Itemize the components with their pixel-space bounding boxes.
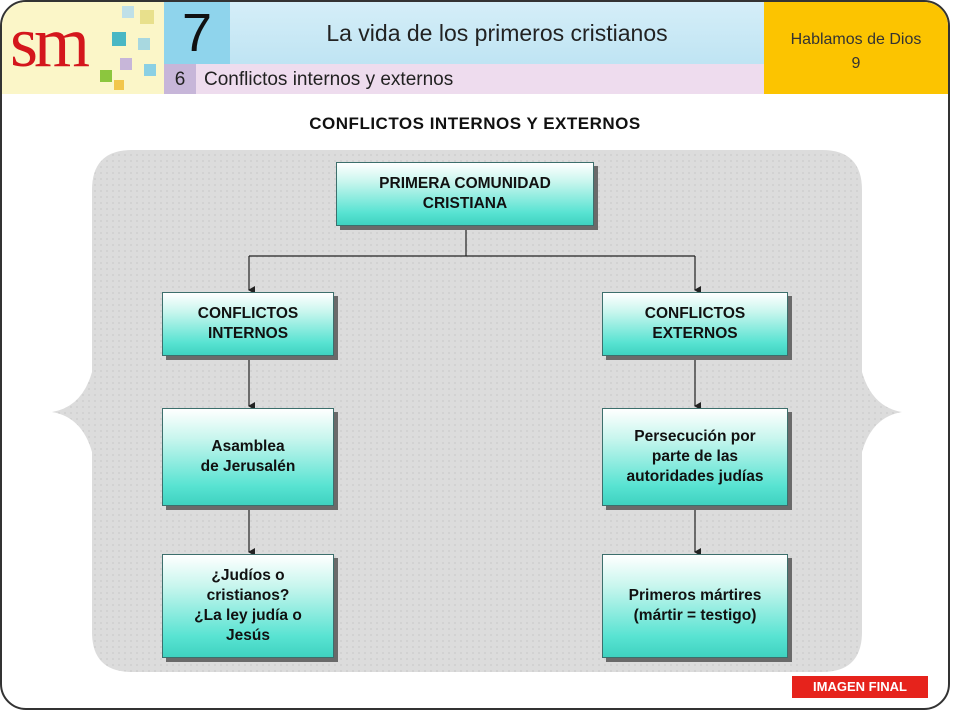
node-conflictos-externos: CONFLICTOS EXTERNOS [602, 292, 788, 356]
subtitle-bar: Conflictos internos y externos [196, 64, 764, 94]
node-primeros-martires: Primeros mártires (mártir = testigo) [602, 554, 788, 658]
book-box: Hablamos de Dios 9 [764, 2, 948, 94]
node-primera-comunidad: PRIMERA COMUNIDAD CRISTIANA [336, 162, 594, 226]
unit-number-box: 7 [164, 2, 230, 64]
diagram-heading: CONFLICTOS INTERNOS Y EXTERNOS [309, 114, 641, 133]
logo-area: sm [2, 2, 164, 94]
lesson-number-box: 6 [164, 64, 196, 94]
panel-background [52, 150, 902, 672]
sm-logo: sm [10, 2, 90, 82]
book-number: 9 [851, 55, 861, 72]
decor-square [140, 10, 154, 24]
node-conflictos-internos: CONFLICTOS INTERNOS [162, 292, 334, 356]
decor-square [112, 32, 126, 46]
decor-square [120, 58, 132, 70]
decor-square [114, 80, 124, 90]
decor-square [100, 70, 112, 82]
slide-frame: sm 7 La vida de los primeros cristianos … [0, 0, 950, 710]
page-title: La vida de los primeros cristianos [326, 20, 668, 46]
decor-square [122, 6, 134, 18]
decor-square [144, 64, 156, 76]
book-name: Hablamos de Dios [790, 31, 922, 48]
diagram-canvas [52, 150, 902, 672]
lesson-number: 6 [174, 69, 186, 90]
node-asamblea-jerusalen: Asamblea de Jerusalén [162, 408, 334, 506]
title-bar: La vida de los primeros cristianos [230, 2, 764, 64]
book-label: Hablamos de Dios 9 [764, 28, 948, 76]
node-persecucion: Persecución por parte de las autoridades… [602, 408, 788, 506]
node-judios-cristianos: ¿Judíos o cristianos? ¿La ley judía o Je… [162, 554, 334, 658]
page-subtitle: Conflictos internos y externos [204, 69, 454, 90]
imagen-final-badge[interactable]: IMAGEN FINAL [792, 676, 928, 698]
decor-square [138, 38, 150, 50]
unit-number: 7 [181, 3, 213, 63]
